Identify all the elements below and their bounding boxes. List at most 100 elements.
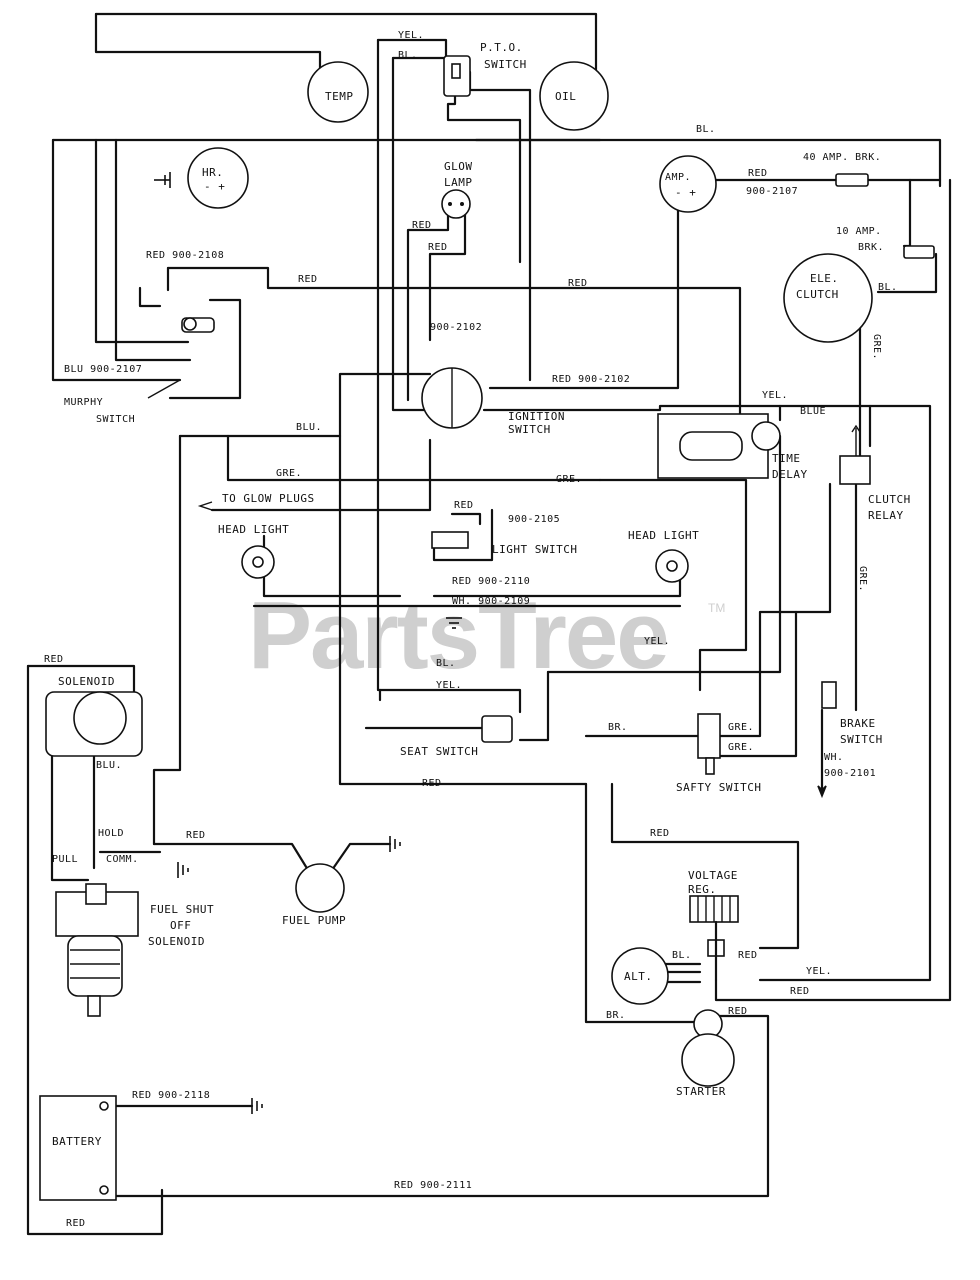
head-light-right-label: HEAD LIGHT [628,529,699,542]
to-glow-plugs-label: TO GLOW PLUGS [222,492,315,505]
light-switch: LIGHT SWITCH [431,531,577,556]
seat-switch-label: SEAT SWITCH [400,745,478,758]
temp-gauge-label: TEMP [325,90,354,103]
wire-label-red-low: RED [422,778,442,789]
wire-label-gre-vert: GRE. [871,334,882,360]
wire-label-red-reg: RED [650,828,670,839]
brake-switch-label-1: BRAKE [840,717,876,730]
pto-switch: P.T.O. SWITCH [443,41,526,97]
wire-label-gre-mid: GRE. [556,474,582,485]
wire-label-gre-brake: GRE. [857,566,868,592]
clutch-relay: CLUTCH RELAY [839,424,911,522]
hour-meter-label: HR. [202,166,223,179]
wire-label-bl-top: BL. [398,50,418,61]
wire-label-yel-seat: YEL. [644,636,670,647]
watermark-tm: TM [708,601,725,615]
fuel-shut-off-solenoid: FUEL SHUT OFF SOLENOID [55,883,214,1017]
wire-label-br-safety: BR. [608,722,628,733]
murphy-switch-label-1: MURPHY [64,397,103,408]
oil-gauge: OIL [539,61,609,131]
head-light-left-label: HEAD LIGHT [218,523,289,536]
brake-switch-label-2: SWITCH [840,733,883,746]
battery: BATTERY [39,1095,117,1201]
head-light-left: HEAD LIGHT [218,523,289,579]
wire-label-red-900-2118: RED 900-2118 [132,1090,210,1101]
wire-label-bl-reg: BL. [672,950,692,961]
wire-label-gre-s1: GRE. [728,722,754,733]
safety-switch: SAFTY SWITCH [676,713,761,794]
fuel-pump: FUEL PUMP [282,863,346,927]
wire-label-red-mid: RED [298,274,318,285]
wire-label-yel-alt: YEL. [806,966,832,977]
wire-label-red-900-2102: RED 900-2102 [552,374,630,385]
ignition-switch: IGNITION SWITCH [421,367,565,436]
wire-label-red-light: RED [454,500,474,511]
wire-label-red-bottom: RED [66,1218,86,1229]
wire-label-red-starter: RED [728,1006,748,1017]
murphy-switch-label-2: SWITCH [96,414,135,425]
head-light-right: HEAD LIGHT [628,529,699,583]
wire-label-wh-900-2109: WH. 900-2109 [452,596,530,607]
wiring [26,12,952,1236]
wire-label-blu-sol: BLU. [96,760,122,771]
wire-label-red-glow: RED [412,220,432,231]
oil-gauge-label: OIL [555,90,576,103]
murphy-switch: MURPHY SWITCH [64,317,215,425]
time-delay: TIME DELAY [657,413,808,481]
to-glow-plugs: TO GLOW PLUGS [197,492,315,511]
wire-label-red-900-2110: RED 900-2110 [452,576,530,587]
wire-label-yel-right: YEL. [762,390,788,401]
wire-label-red-sol: RED [44,654,64,665]
wire-label-900-2107-amp: 900-2107 [746,186,798,197]
wire-label-bl-seat: BL. [436,658,456,669]
wire-label-hold: HOLD [98,828,124,839]
breaker-10-amp: 10 AMP. BRK. [836,226,935,259]
starter: STARTER [676,1009,735,1098]
ground-symbols [154,172,827,1114]
wire-label-red-amp: RED [748,168,768,179]
wire-label-red-right: RED [568,278,588,289]
safety-switch-label: SAFTY SWITCH [676,781,761,794]
voltage-regulator: VOLTAGE REG. [688,869,739,982]
electric-clutch: ELE. CLUTCH [783,253,873,343]
breaker-10-amp-label-1: 10 AMP. [836,226,882,237]
time-delay-label-1: TIME [772,452,801,465]
starter-label: STARTER [676,1085,726,1098]
fuel-pump-label: FUEL PUMP [282,914,346,927]
wire-label-red-reg-2: RED [738,950,758,961]
ignition-switch-label-1: IGNITION [508,410,565,423]
electric-clutch-label-1: ELE. [810,272,839,285]
alternator: ALT. [611,947,669,1005]
voltage-reg-label-1: VOLTAGE [688,869,738,882]
breaker-10-amp-label-2: BRK. [858,242,884,253]
voltage-reg-label-2: REG. [688,883,717,896]
temp-gauge: TEMP [307,61,369,123]
breaker-40-amp: 40 AMP. BRK. [803,152,881,187]
wire-label-900-2102: 900-2102 [430,322,482,333]
wire-label-gre-s2: GRE. [728,742,754,753]
wire-labels: YEL. BL. BL. RED 900-2107 RED RED RED 90… [44,30,897,1229]
clutch-relay-label-1: CLUTCH [868,493,911,506]
time-delay-label-2: DELAY [772,468,808,481]
fuel-shut-off-label-1: FUEL SHUT [150,903,214,916]
battery-label: BATTERY [52,1135,102,1148]
fuel-shut-off-label-3: SOLENOID [148,935,205,948]
solenoid: SOLENOID [45,675,143,757]
breaker-40-amp-label: 40 AMP. BRK. [803,152,881,163]
wire-label-900-2105: 900-2105 [508,514,560,525]
electric-clutch-label-2: CLUTCH [796,288,839,301]
light-switch-label: LIGHT SWITCH [492,543,577,556]
fuel-shut-off-label-2: OFF [170,919,191,932]
wire-label-red-glow-2: RED [428,242,448,253]
wire-label-red-pump: RED [186,830,206,841]
wire-label-br-starter: BR. [606,1010,626,1021]
wire-label-comm: COMM. [106,854,139,865]
wire-label-red-900-2111: RED 900-2111 [394,1180,472,1191]
wire-label-red-900-2108: RED 900-2108 [146,250,224,261]
ammeter-label: AMP. [665,172,691,183]
wire-label-wh-900-2101-1: WH. [824,752,844,763]
ammeter: AMP. - + [659,155,717,213]
wire-label-wh-900-2101-2: 900-2101 [824,768,876,779]
wire-label-bl-right-top: BL. [696,124,716,135]
hour-meter-minus: - + [204,180,225,193]
